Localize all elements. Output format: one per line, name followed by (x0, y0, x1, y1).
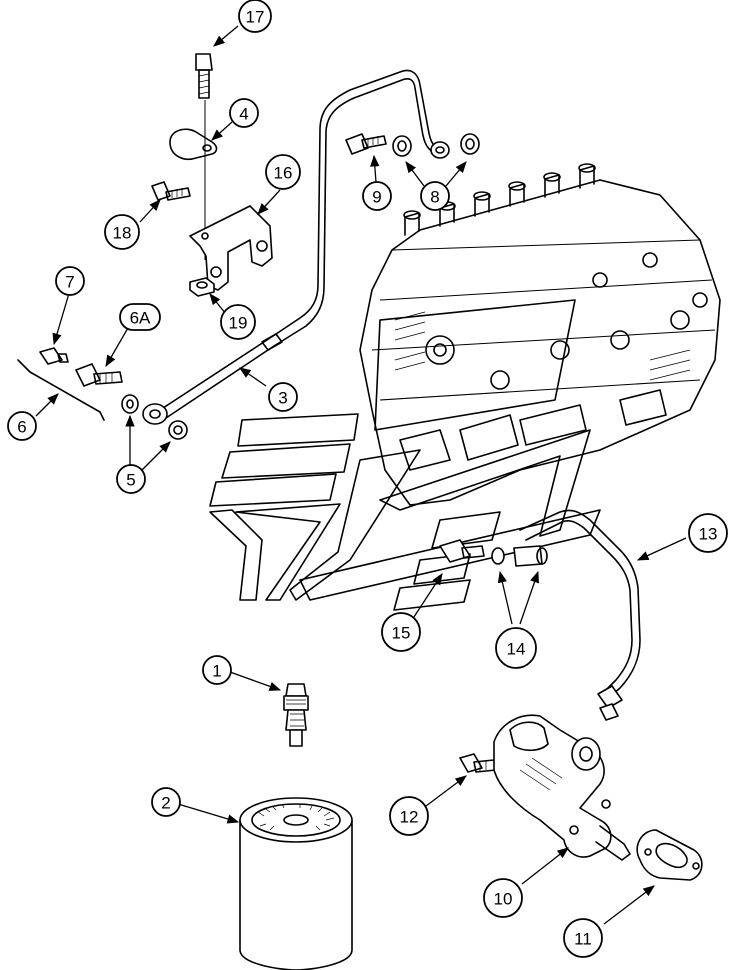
callout-1: 1 (202, 655, 232, 685)
svg-text:13: 13 (699, 525, 718, 544)
callout-5: 5 (116, 464, 146, 494)
callout-16: 16 (265, 154, 301, 190)
svg-text:3: 3 (278, 389, 287, 408)
svg-text:4: 4 (239, 105, 248, 124)
hollow-bolt-6a (75, 363, 123, 387)
svg-text:6A: 6A (130, 309, 151, 328)
bolt-18 (151, 181, 191, 201)
svg-text:17: 17 (246, 8, 265, 27)
adapter-fitting-1 (283, 683, 309, 747)
callout-6a: 6A (119, 303, 161, 331)
banjo-bolt-9 (345, 133, 387, 155)
fuel-lift-pump-10 (493, 714, 631, 861)
svg-text:18: 18 (113, 224, 132, 243)
svg-text:1: 1 (212, 662, 221, 681)
sealing-washer-8b (460, 133, 480, 155)
svg-text:16: 16 (274, 164, 293, 183)
support-bracket-16 (189, 205, 273, 291)
bolt-17 (195, 53, 213, 99)
fitting-15 (439, 539, 485, 563)
callout-9: 9 (362, 181, 392, 211)
bracket-line-6 (17, 359, 105, 421)
callout-3: 3 (268, 382, 298, 412)
svg-text:19: 19 (229, 314, 248, 333)
svg-text:10: 10 (494, 890, 513, 909)
gasket-11 (636, 829, 703, 881)
callout-8: 8 (420, 181, 450, 211)
leader-lines (35, 25, 687, 925)
callout-6: 6 (7, 411, 37, 441)
washer-5b (168, 420, 188, 440)
callout-14: 14 (495, 627, 537, 669)
callout-2: 2 (151, 787, 181, 817)
fuel-filter-2 (239, 797, 353, 970)
washer-14b (513, 545, 548, 567)
svg-text:14: 14 (507, 640, 526, 659)
callout-10: 10 (483, 878, 523, 918)
sealing-washer-8a (392, 135, 412, 157)
fitting-7 (39, 347, 69, 365)
injection-pump-illustration (359, 163, 721, 506)
fuel-line-13 (519, 509, 641, 721)
svg-text:2: 2 (161, 794, 170, 813)
svg-text:12: 12 (400, 808, 419, 827)
nut-19 (189, 277, 215, 297)
callout-11: 11 (563, 918, 603, 958)
bolt-12 (459, 753, 497, 773)
callout-15: 15 (381, 612, 421, 652)
clamp-4 (169, 128, 218, 160)
callout-12: 12 (389, 796, 429, 836)
callout-17: 17 (238, 0, 272, 33)
washer-5a (121, 394, 139, 414)
callout-7: 7 (55, 266, 85, 296)
callout-18: 18 (104, 214, 140, 250)
svg-text:15: 15 (392, 624, 411, 643)
svg-text:8: 8 (430, 188, 439, 207)
svg-text:9: 9 (372, 188, 381, 207)
fuel-line-tube (142, 69, 450, 425)
svg-text:6: 6 (17, 418, 26, 437)
svg-text:11: 11 (574, 930, 592, 949)
callout-19: 19 (220, 304, 256, 340)
svg-text:5: 5 (126, 471, 135, 490)
callout-4: 4 (229, 98, 259, 128)
washer-14a (491, 547, 505, 565)
svg-text:7: 7 (65, 273, 74, 292)
callout-13: 13 (688, 513, 728, 553)
